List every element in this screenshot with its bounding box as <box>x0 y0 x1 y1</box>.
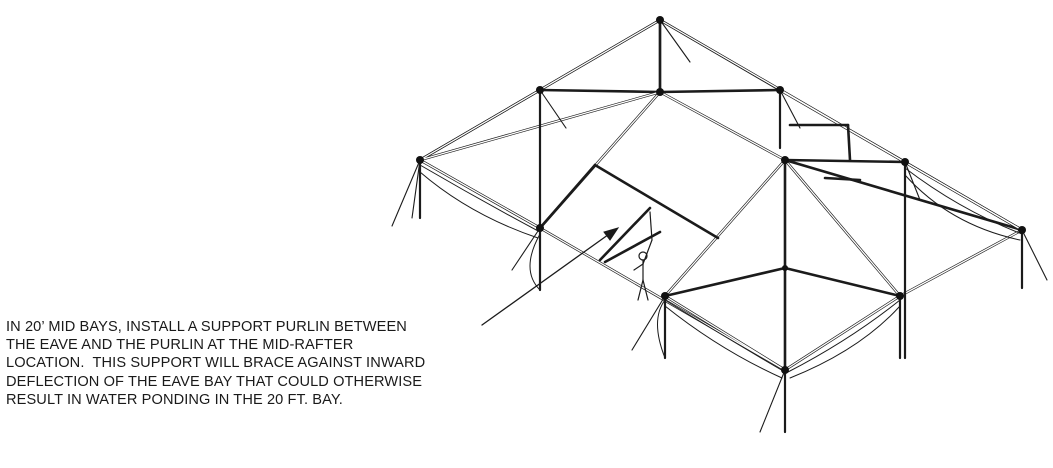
support-purlin <box>538 123 862 264</box>
note-line: RESULT IN WATER PONDING IN THE 20 FT. BA… <box>6 391 343 408</box>
guy-stakes <box>391 19 1048 433</box>
note-line: DEFLECTION OF THE EAVE BAY THAT COULD OT… <box>6 373 423 390</box>
worker-figure <box>633 211 653 301</box>
note-line: THE EAVE AND THE PURLIN AT THE MID-RAFTE… <box>6 337 354 354</box>
note-line: IN 20’ MID BAYS, INSTALL A SUPPORT PURLI… <box>6 319 407 335</box>
note-line: LOCATION. THIS SUPPORT WILL BRACE AGAINS… <box>6 355 426 372</box>
eave-drape-curves <box>419 164 1023 379</box>
frame-connectors <box>416 16 1026 374</box>
tent-legs <box>418 18 1024 434</box>
leader-arrow <box>481 227 620 326</box>
installation-note: IN 20’ MID BAYS, INSTALL A SUPPORT PURLI… <box>6 318 516 409</box>
